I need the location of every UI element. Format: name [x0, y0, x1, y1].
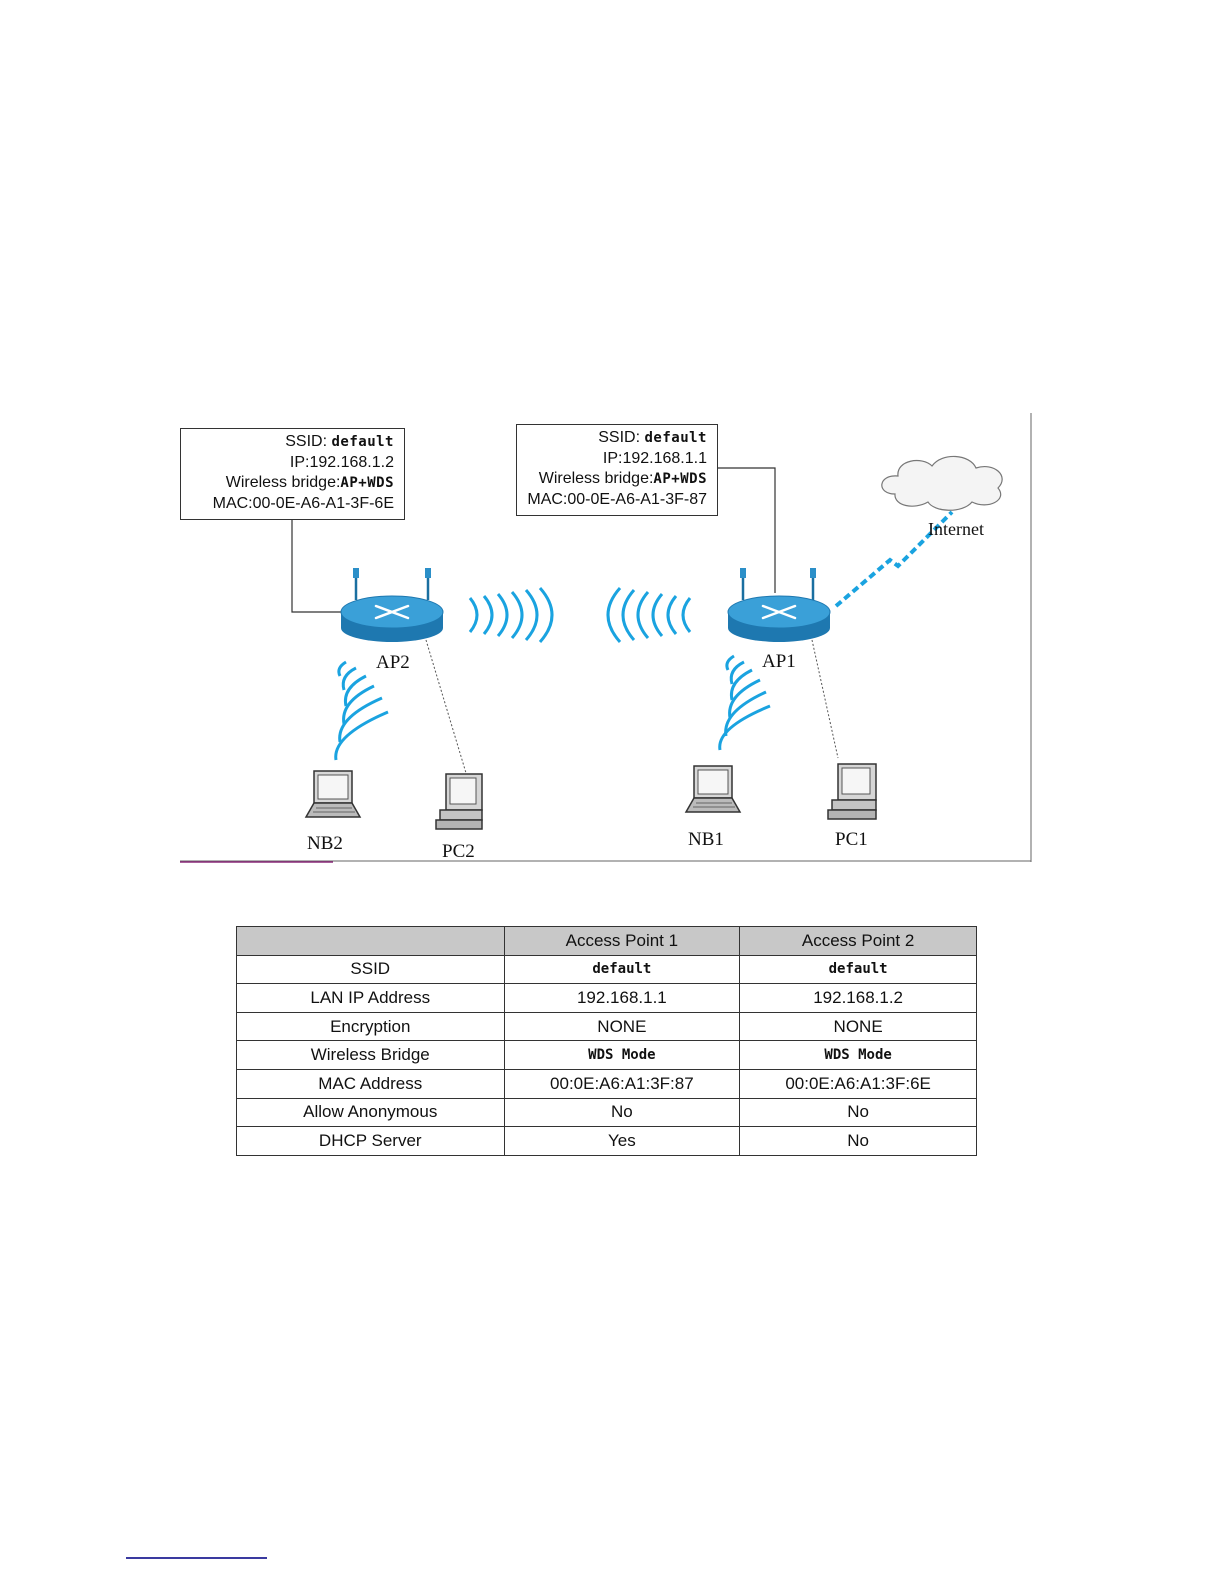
- ap2-ip-line: IP:192.168.1.2: [289, 453, 394, 471]
- ap1-value: Yes: [503, 1126, 741, 1156]
- nb2-laptop-icon: [304, 770, 362, 818]
- pc2-desktop-icon: [435, 773, 483, 830]
- ap1-value: NONE: [503, 1011, 741, 1042]
- ap1-nb1-wave-icon: [718, 654, 771, 751]
- wan-link-icon: [834, 510, 954, 608]
- ap1-ip-line: IP:192.168.1.1: [602, 449, 707, 467]
- table-row: Allow Anonymous No No: [236, 1097, 977, 1128]
- internet-cloud-icon: [881, 455, 1003, 511]
- nb1-laptop-icon: [684, 765, 742, 813]
- table-row: DHCP Server Yes No: [236, 1126, 977, 1156]
- table-row: SSID default default: [236, 954, 977, 985]
- ap2-router-icon: [340, 568, 444, 642]
- table-header-ap1: Access Point 1: [503, 926, 741, 956]
- ap2-nb2-wave-icon: [334, 660, 389, 761]
- ap2-value: No: [739, 1097, 977, 1128]
- ap1-ssid-value: default: [644, 430, 707, 446]
- ap1-bridge-line: Wireless bridge:AP+WDS: [538, 470, 707, 487]
- row-label: LAN IP Address: [236, 983, 505, 1013]
- ap1-bridge-value: AP+WDS: [653, 471, 707, 487]
- ap2-info-box: SSID: default IP:192.168.1.2 Wireless br…: [180, 428, 405, 520]
- diagram-canvas: [180, 413, 1032, 863]
- internet-label: Internet: [928, 519, 984, 539]
- table-row: MAC Address 00:0E:A6:A1:3F:87 00:0E:A6:A…: [236, 1068, 977, 1099]
- ap2-value: WDS Mode: [739, 1040, 977, 1070]
- ap2-value: 00:0E:A6:A1:3F:6E: [739, 1068, 977, 1099]
- wds-wave-left-icon: [606, 587, 692, 643]
- row-label: SSID: [236, 954, 505, 985]
- ap1-label: AP1: [762, 651, 796, 672]
- ap1-mac-line: MAC:00-0E-A6-A1-3F-87: [527, 490, 707, 508]
- ap2-value: default: [739, 954, 977, 985]
- wds-wave-right-icon: [468, 587, 554, 643]
- row-label: DHCP Server: [236, 1126, 505, 1156]
- table-header-corner: [236, 926, 505, 956]
- table-header-row: Access Point 1 Access Point 2: [236, 926, 977, 956]
- ap2-bridge-value: AP+WDS: [340, 475, 394, 491]
- ap2-label: AP2: [376, 652, 410, 673]
- ap1-value: WDS Mode: [503, 1040, 741, 1070]
- row-label: Wireless Bridge: [236, 1040, 505, 1070]
- row-label: Allow Anonymous: [236, 1097, 505, 1128]
- ap1-ssid-line: SSID: default: [598, 429, 707, 446]
- footer-rule: [126, 1557, 267, 1559]
- pc1-desktop-icon: [827, 763, 877, 820]
- table-row: Encryption NONE NONE: [236, 1011, 977, 1042]
- ap1-box-connector: [716, 467, 776, 593]
- ap2-mac-line: MAC:00-0E-A6-A1-3F-6E: [212, 494, 394, 512]
- ap2-ssid-line: SSID: default: [285, 433, 394, 450]
- table-row: Wireless Bridge WDS Mode WDS Mode: [236, 1040, 977, 1070]
- pc1-label: PC1: [835, 829, 868, 850]
- ap1-router-icon: [727, 568, 831, 642]
- ap2-value: No: [739, 1126, 977, 1156]
- ap1-value: default: [503, 954, 741, 985]
- ap1-pc1-link: [811, 639, 839, 759]
- pc2-label: PC2: [442, 841, 475, 862]
- ap2-pc2-link: [425, 639, 467, 774]
- ap2-value: NONE: [739, 1011, 977, 1042]
- table-header-ap2: Access Point 2: [739, 926, 977, 956]
- network-diagram: SSID: default IP:192.168.1.2 Wireless br…: [180, 413, 1032, 863]
- row-label: MAC Address: [236, 1068, 505, 1099]
- row-label: Encryption: [236, 1011, 505, 1042]
- ap2-box-connector: [291, 520, 345, 613]
- ap1-value: 192.168.1.1: [503, 983, 741, 1013]
- table-row: LAN IP Address 192.168.1.1 192.168.1.2: [236, 983, 977, 1013]
- ap2-value: 192.168.1.2: [739, 983, 977, 1013]
- ap-config-table: Access Point 1 Access Point 2 SSID defau…: [236, 926, 977, 1156]
- ap1-info-box: SSID: default IP:192.168.1.1 Wireless br…: [516, 424, 718, 516]
- ap1-value: No: [503, 1097, 741, 1128]
- ap2-bridge-line: Wireless bridge:AP+WDS: [225, 474, 394, 491]
- ap1-value: 00:0E:A6:A1:3F:87: [503, 1068, 741, 1099]
- nb1-label: NB1: [688, 829, 724, 850]
- ap2-ssid-value: default: [331, 434, 394, 450]
- nb2-label: NB2: [307, 833, 343, 854]
